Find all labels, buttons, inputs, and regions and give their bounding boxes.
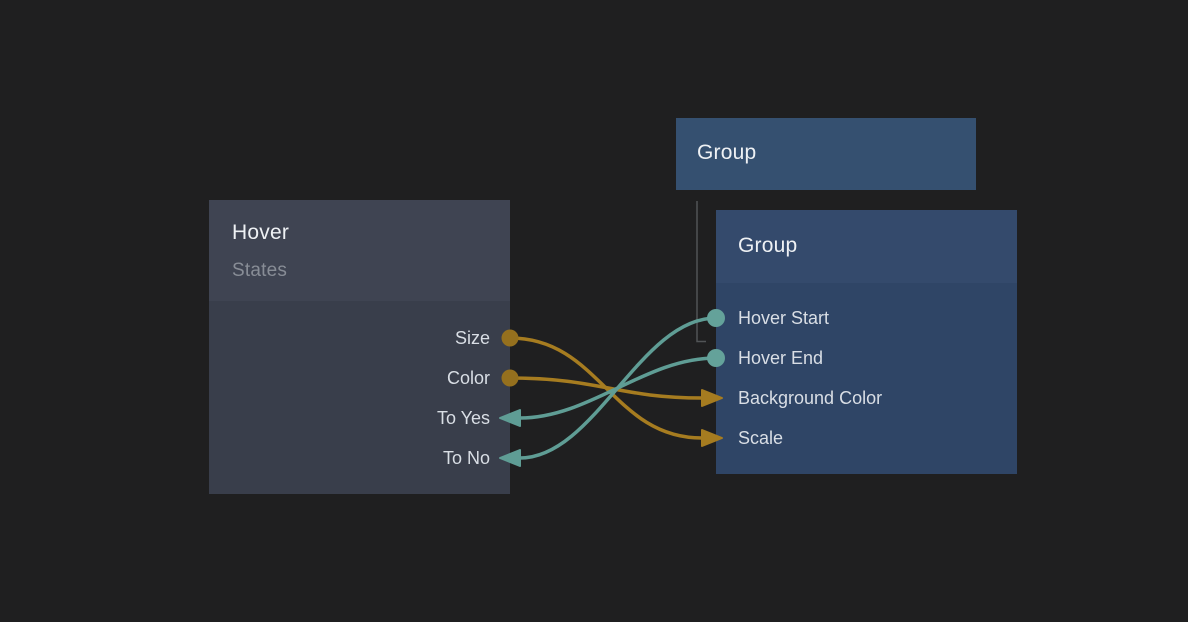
node-header[interactable]: Hover States bbox=[209, 200, 510, 301]
node-title: Group bbox=[738, 234, 798, 257]
node-hover-states[interactable]: Hover States Size Color To Yes To No bbox=[209, 200, 510, 494]
port-label: Size bbox=[454, 328, 490, 348]
port-label: Hover End bbox=[738, 348, 824, 368]
port-row-to-no: To No bbox=[443, 438, 490, 478]
port-row-scale: Scale bbox=[738, 418, 783, 458]
port-label: Scale bbox=[738, 428, 784, 448]
port-row-hover-start: Hover Start bbox=[738, 298, 829, 338]
port-label: Color bbox=[446, 368, 490, 388]
port-label: Background Color bbox=[738, 388, 883, 408]
node-subtitle: States bbox=[232, 260, 288, 281]
node-title: Hover bbox=[232, 221, 290, 244]
node-header[interactable]: Group bbox=[716, 210, 1017, 283]
node-group-top[interactable]: Group bbox=[676, 118, 976, 190]
wire-hover-start-to-to-no[interactable] bbox=[518, 316, 718, 460]
port-row-hover-end: Hover End bbox=[738, 338, 823, 378]
wire-color-to-background-color[interactable] bbox=[508, 376, 704, 400]
port-row-to-yes: To Yes bbox=[437, 398, 490, 438]
port-row-background-color: Background Color bbox=[738, 378, 882, 418]
port-label: To Yes bbox=[436, 408, 490, 428]
node-group-main[interactable]: Group Hover Start Hover End Background C… bbox=[716, 210, 1017, 474]
port-label: To No bbox=[442, 448, 490, 468]
port-row-size: Size bbox=[455, 318, 490, 358]
hierarchy-link-group-to-group[interactable] bbox=[696, 201, 706, 343]
node-title: Group bbox=[697, 141, 757, 164]
wire-hover-end-to-to-yes[interactable] bbox=[518, 356, 718, 420]
wire-size-to-scale[interactable] bbox=[508, 336, 704, 440]
port-label: Hover Start bbox=[738, 308, 830, 328]
port-row-color: Color bbox=[447, 358, 490, 398]
